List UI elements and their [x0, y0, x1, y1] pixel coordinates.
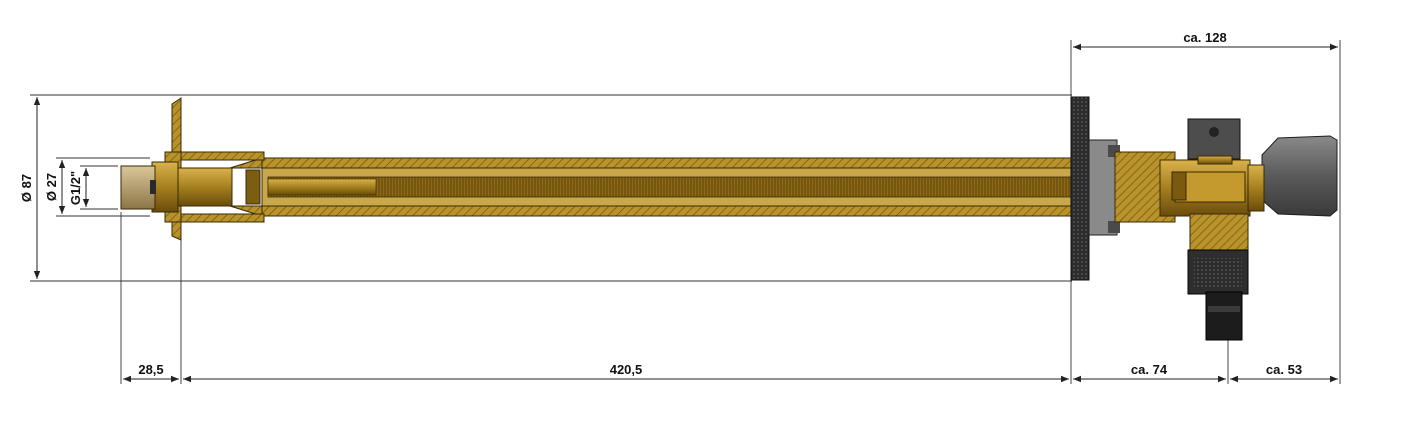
mount-nut-bottom	[1108, 221, 1120, 233]
dim-diameter-27: Ø 27	[44, 173, 59, 201]
vacuum-breaker	[1187, 118, 1241, 160]
valve-nut	[1171, 171, 1187, 201]
front-seal	[150, 180, 156, 194]
spindle-plain	[267, 178, 377, 196]
dim-total-outside: ca. 128	[1183, 30, 1226, 45]
outer-sleeve-bottom	[261, 205, 1083, 217]
handle	[1261, 135, 1338, 217]
rubber-seal	[1070, 96, 1090, 281]
dim-thread-g12: G1/2"	[68, 171, 83, 205]
dim-valve-width: ca. 74	[1131, 362, 1168, 377]
faucet-section	[120, 96, 1338, 341]
valve-inner	[1174, 171, 1246, 203]
threaded-spindle	[267, 176, 1169, 198]
dim-handle-width: ca. 53	[1266, 362, 1302, 377]
dim-wall-length: 420,5	[610, 362, 643, 377]
connector-tip-ring	[1208, 306, 1240, 312]
front-cap	[120, 165, 156, 210]
breaker-screw	[1209, 127, 1219, 137]
front-body	[175, 167, 233, 207]
outer-sleeve-top	[261, 157, 1083, 169]
dim-diameter-87: Ø 87	[19, 174, 34, 202]
dimension-lines	[33, 43, 1338, 383]
dimension-labels: Ø 87 Ø 27 G1/2" 28,5 420,5 ca. 74 ca. 53…	[19, 30, 1302, 377]
connector-ribs	[1194, 258, 1242, 288]
front-tube-b	[177, 213, 265, 223]
handle-stem	[1247, 164, 1265, 212]
breaker-neck	[1197, 155, 1233, 165]
outlet-neck	[1189, 213, 1249, 251]
connector-tip	[1205, 291, 1243, 341]
front-nut	[245, 169, 261, 205]
dim-flange-depth: 28,5	[138, 362, 163, 377]
front-tube	[177, 151, 265, 161]
